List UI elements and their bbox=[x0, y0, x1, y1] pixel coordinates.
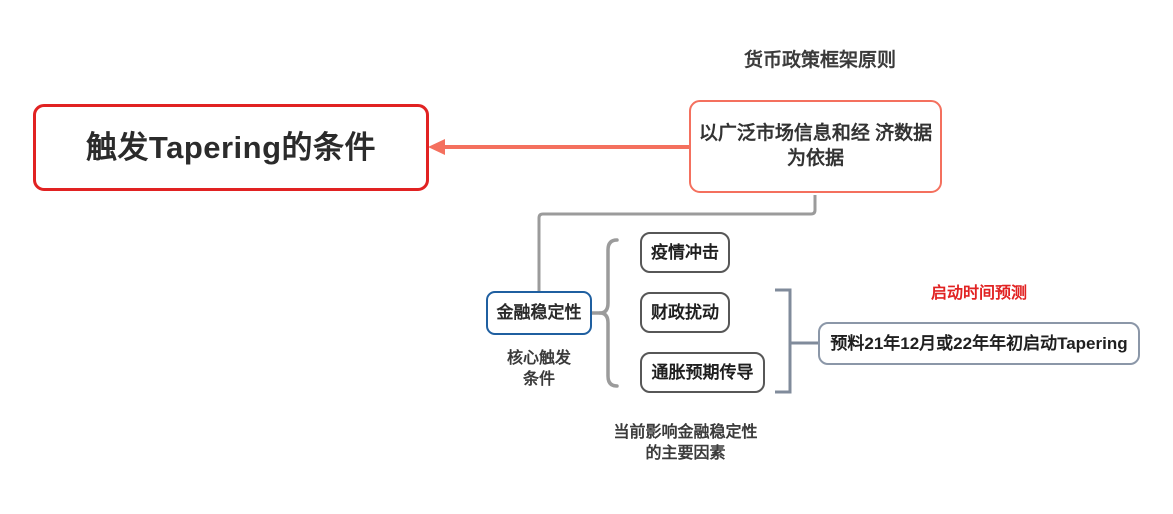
brace-factors-left bbox=[598, 238, 619, 388]
arrowhead-icon bbox=[428, 139, 445, 155]
factors-caption: 当前影响金融稳定性 的主要因素 bbox=[613, 424, 758, 463]
forecast-caption: 启动时间预测 bbox=[930, 285, 1027, 302]
node-forecast-start-time[interactable]: 预料21年12月或22年年初启动Tapering bbox=[818, 322, 1140, 365]
node-factor-inflation-expectation[interactable]: 通胀预期传导 bbox=[640, 352, 765, 393]
node-financial-stability[interactable]: 金融稳定性 bbox=[486, 291, 592, 335]
bracket-factors-right bbox=[775, 288, 792, 394]
core-condition-caption: 核心触发 条件 bbox=[506, 350, 571, 389]
principle-caption: 货币政策框架原则 bbox=[743, 50, 896, 71]
node-factor-fiscal-disturbance[interactable]: 财政扰动 bbox=[640, 292, 730, 333]
node-factor-pandemic-shock[interactable]: 疫情冲击 bbox=[640, 232, 730, 273]
node-root-trigger-conditions[interactable]: 触发Tapering的条件 bbox=[33, 104, 429, 191]
node-policy-framework-principle[interactable]: 以广泛市场信息和经 济数据为依据 bbox=[689, 100, 942, 193]
